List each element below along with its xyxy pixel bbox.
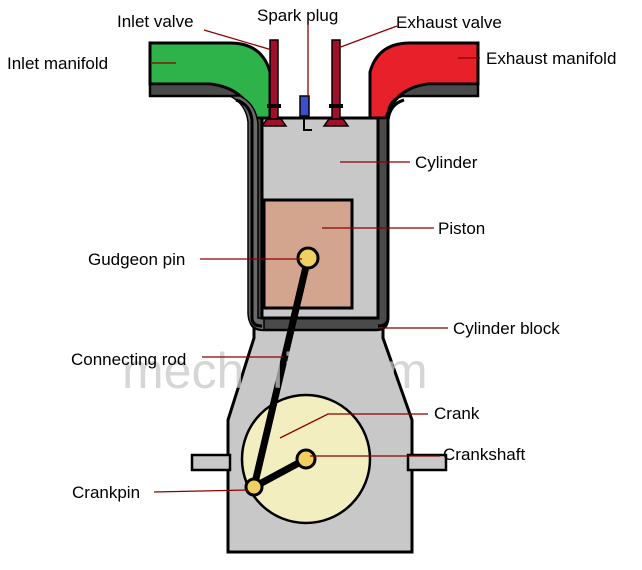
shaft-stub-right [406,453,448,472]
label-gudgeon-pin: Gudgeon pin [88,250,185,269]
label-connecting-rod: Connecting rod [71,350,186,369]
crankpin [244,477,264,497]
label-exhaust-valve: Exhaust valve [396,13,502,32]
leader-crank [279,413,428,439]
label-crankshaft: Crankshaft [443,445,525,464]
label-spark-plug: Spark plug [257,6,338,25]
shaft-stub-left [190,453,232,472]
inlet-valve-stem [269,39,279,123]
inlet-valve-head [260,118,288,127]
leader-inlet-valve [203,29,273,51]
jacket-wall-left [235,98,263,328]
label-crankpin: Crankpin [72,483,140,502]
crankshaft [295,448,317,470]
leader-exhaust-valve [337,25,398,49]
label-inlet-manifold: Inlet manifold [7,54,108,73]
label-cylinder: Cylinder [415,153,478,172]
exhaust-valve-head [322,118,350,127]
label-exhaust-manifold: Exhaust manifold [486,49,616,68]
label-inlet-valve: Inlet valve [117,12,194,31]
jacket-wall-right [377,98,405,328]
exhaust-valve-stem [331,39,341,123]
valve-guide-left [267,104,281,108]
gudgeon-pin [296,246,320,270]
label-cylinder-block: Cylinder block [453,319,560,338]
connecting-rod [250,254,312,491]
exhaust-manifold [368,41,480,120]
spark-plug [299,95,310,117]
water-jacket-left [229,95,265,331]
spark-plug-electrode [303,116,312,131]
leader-crankpin [153,489,249,493]
watermark: mecholic.com [122,343,428,399]
valve-guide-right [329,104,343,108]
label-crank: Crank [434,404,480,423]
label-piston: Piston [438,219,485,238]
